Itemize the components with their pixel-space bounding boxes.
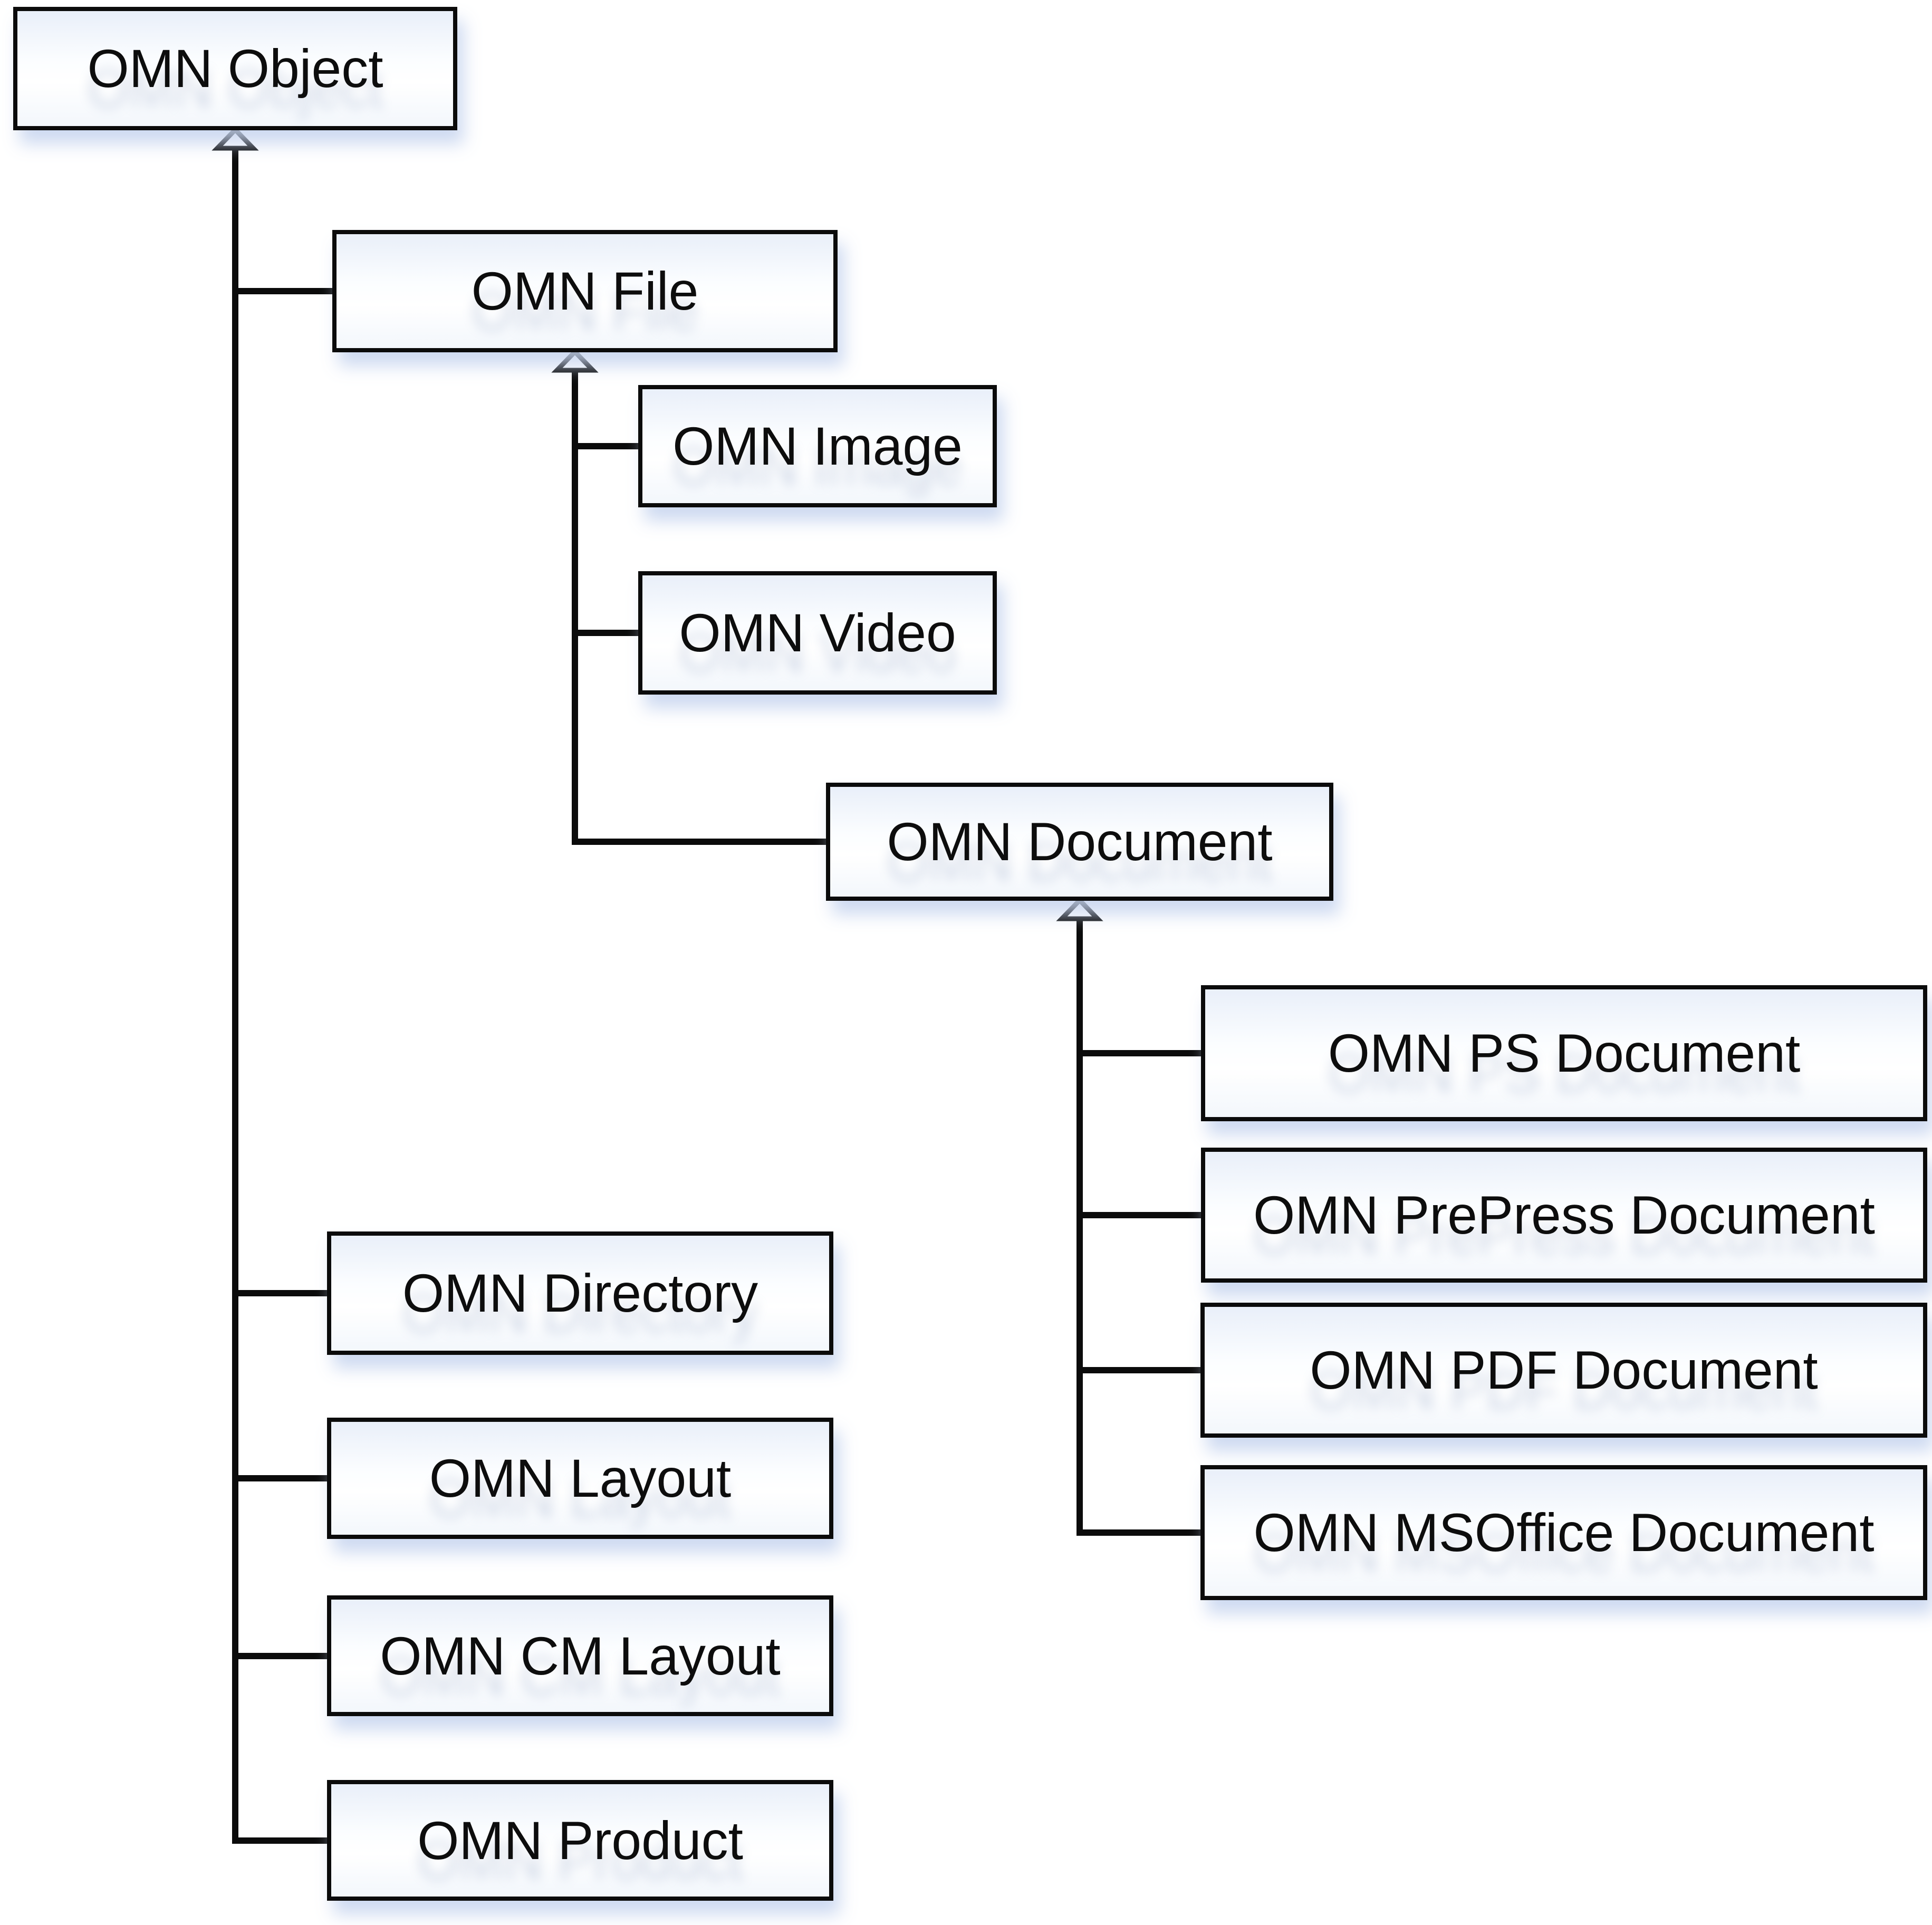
class-box-omn-image: OMN Image	[638, 385, 997, 507]
class-box-omn-prepress-document: OMN PrePress Document	[1201, 1148, 1927, 1283]
generalization-arrowhead-omn-document	[1056, 897, 1103, 921]
class-box-omn-directory: OMN Directory	[327, 1231, 833, 1355]
generalization-arrowhead-omn-file	[551, 348, 599, 373]
class-box-omn-pdf-document: OMN PDF Document	[1200, 1303, 1927, 1438]
inheritance-trunk-omn-object	[232, 147, 330, 1844]
class-box-omn-document: OMN Document	[826, 783, 1333, 901]
class-box-omn-product: OMN Product	[327, 1780, 833, 1901]
class-box-omn-layout: OMN Layout	[327, 1418, 833, 1539]
inheritance-trunk-omn-document	[1076, 917, 1206, 1536]
class-box-omn-video: OMN Video	[638, 571, 997, 695]
class-box-omn-object: OMN Object	[13, 7, 457, 130]
generalization-arrowhead-omn-object	[212, 126, 259, 151]
class-box-omn-ps-document: OMN PS Document	[1201, 985, 1927, 1121]
class-box-omn-cm-layout: OMN CM Layout	[327, 1595, 833, 1716]
class-box-omn-msoffice-document: OMN MSOffice Document	[1200, 1465, 1927, 1600]
class-box-omn-file: OMN File	[332, 230, 838, 352]
inheritance-trunk-omn-file	[572, 369, 829, 845]
